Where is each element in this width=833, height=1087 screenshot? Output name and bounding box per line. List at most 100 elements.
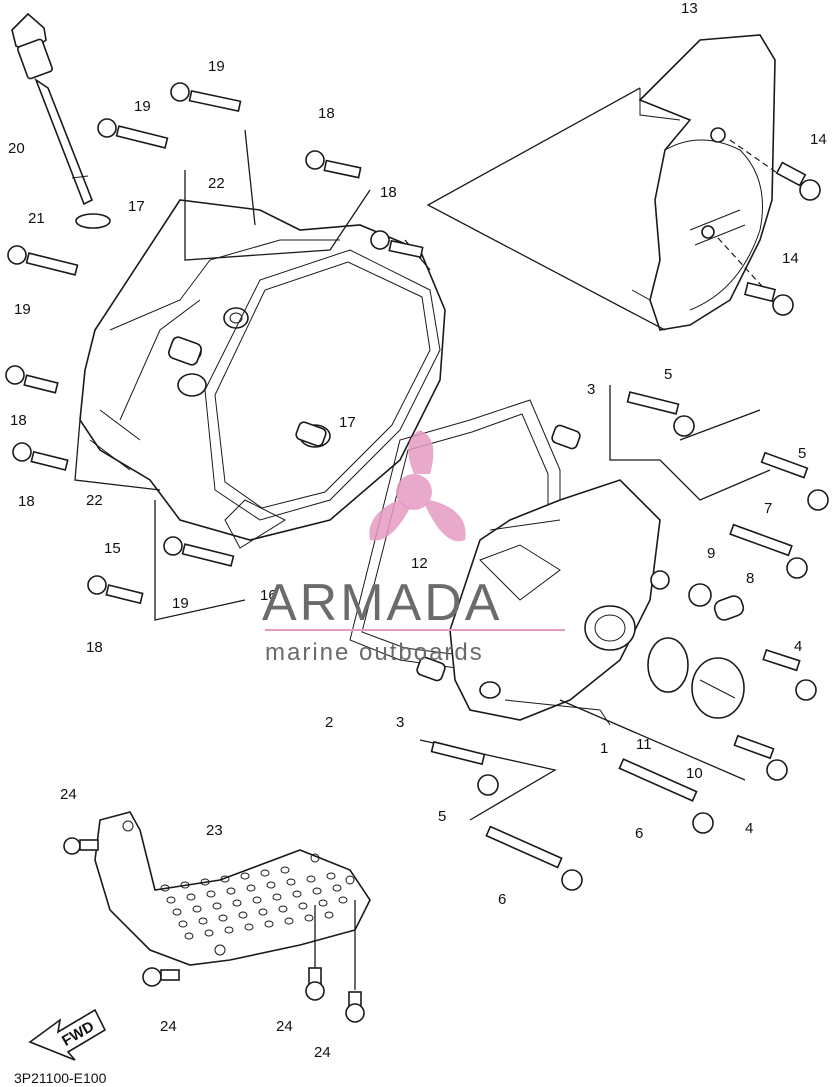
bolt-part-5-lower [430,740,499,796]
gasket-part-16 [204,249,441,549]
bolt-part-19-second [97,118,169,149]
callout-6-right: 6 [635,825,643,842]
diagram-reference-code: 3P21100-E100 [14,1070,107,1086]
callout-22-lower: 22 [86,492,103,509]
callout-5-right: 5 [798,445,806,462]
armada-logo-icon [369,430,466,542]
callout-19-left: 19 [14,301,31,318]
dipstick-part-20 [11,12,94,206]
skid-plate-hole [160,884,170,892]
skid-plate-hole [172,908,182,916]
cap-part-10 [691,657,745,719]
callout-24-top: 24 [60,786,77,803]
skid-plate-hole [166,896,176,904]
skid-plate-hole [244,923,254,931]
skid-plate-hole [298,902,308,910]
callout-16: 16 [260,587,277,604]
skid-plate-part-23 [94,811,371,966]
skid-plate-hole [232,899,242,907]
bolt-part-18-top [305,150,362,179]
dowel-part-3-lower [416,656,446,682]
o-ring-part-21 [75,213,111,229]
callout-24-mid: 24 [276,1018,293,1035]
callout-labels: 13 14 14 19 19 20 18 18 22 17 21 19 3 5 … [8,0,827,1061]
skid-plate-hole [272,893,282,901]
callout-13: 13 [681,0,698,17]
callout-21: 21 [28,210,45,227]
callout-12: 12 [411,555,428,572]
bolt-part-14-upper [729,139,821,201]
skid-plate-hole [224,926,234,934]
callout-14-upper: 14 [810,131,827,148]
skid-plate-hole [198,917,208,925]
callout-2: 2 [325,714,333,731]
callout-18-left-upper: 18 [10,412,27,429]
gasket-part-2 [349,399,561,671]
skid-plate-hole [266,881,276,889]
bolt-part-4-upper [762,648,817,701]
skid-plate-hole [180,881,190,889]
bolt-part-24-mid [305,967,325,1001]
crankcase-cover-left-part-15 [79,199,446,541]
skid-plate-hole [218,914,228,922]
forward-direction-arrow: FWD [28,1008,107,1061]
callout-14-lower: 14 [782,250,799,267]
bolt-part-6-left [485,825,583,891]
callout-11: 11 [636,736,652,753]
bolt-part-24-right [345,991,365,1023]
callout-3-lower: 3 [396,714,404,731]
callout-6-left: 6 [498,891,506,908]
bolt-part-19-left [7,245,79,276]
callout-1: 1 [600,740,608,757]
skid-plate-hole [186,893,196,901]
skid-plate-hole [318,899,328,907]
bolt-part-18-left-upper [5,365,59,394]
callout-19-second: 19 [134,98,151,115]
callout-24-left: 24 [160,1018,177,1035]
crankcase-cover-right-part-1 [449,479,670,726]
skid-plate-hole [260,869,270,877]
skid-plate-hole [264,920,274,928]
skid-plate-hole [278,905,288,913]
skid-plate-hole [252,896,262,904]
watermark: ARMADA marine outboards [262,430,565,666]
callout-24-right: 24 [314,1044,331,1061]
watermark-tagline: marine outboards [265,639,484,666]
skid-plate-hole [280,866,290,874]
skid-plate-hole [204,929,214,937]
callout-7: 7 [764,500,772,517]
bolt-part-14-lower [717,237,794,316]
skid-plate-hole [304,914,314,922]
callout-4-lower: 4 [745,820,753,837]
callout-8: 8 [746,570,754,587]
callout-19-bottom: 19 [172,595,189,612]
skid-plate-hole [246,884,256,892]
skid-plate-hole [240,872,250,880]
callout-19-top: 19 [208,58,225,75]
skid-plate-hole [306,875,316,883]
skid-plate-hole [286,878,296,886]
callout-23: 23 [206,822,223,839]
callout-20: 20 [8,140,25,157]
callout-17-upper: 17 [128,198,145,215]
skid-plate-hole [338,896,348,904]
skid-plate-hole [206,890,216,898]
skid-plate-hole [212,902,222,910]
callout-18-upper-right: 18 [380,184,397,201]
skid-plate-hole [184,932,194,940]
skid-plate-hole [332,884,342,892]
o-ring-part-9 [688,583,712,607]
bolt-part-7 [729,523,808,579]
skid-plate-hole [192,905,202,913]
bolt-part-24-left [142,967,180,987]
bolt-part-4-lower [733,734,788,781]
dowel-part-3-upper [551,424,581,450]
watermark-brand: ARMADA [262,574,502,632]
callout-5-lower: 5 [438,808,446,825]
callout-4-upper: 4 [794,638,802,655]
callout-5-upper: 5 [664,366,672,383]
callout-18-bottom: 18 [86,639,103,656]
callout-17-lower: 17 [339,414,356,431]
dowel-part-17-right [295,421,327,447]
callout-10: 10 [686,765,703,782]
